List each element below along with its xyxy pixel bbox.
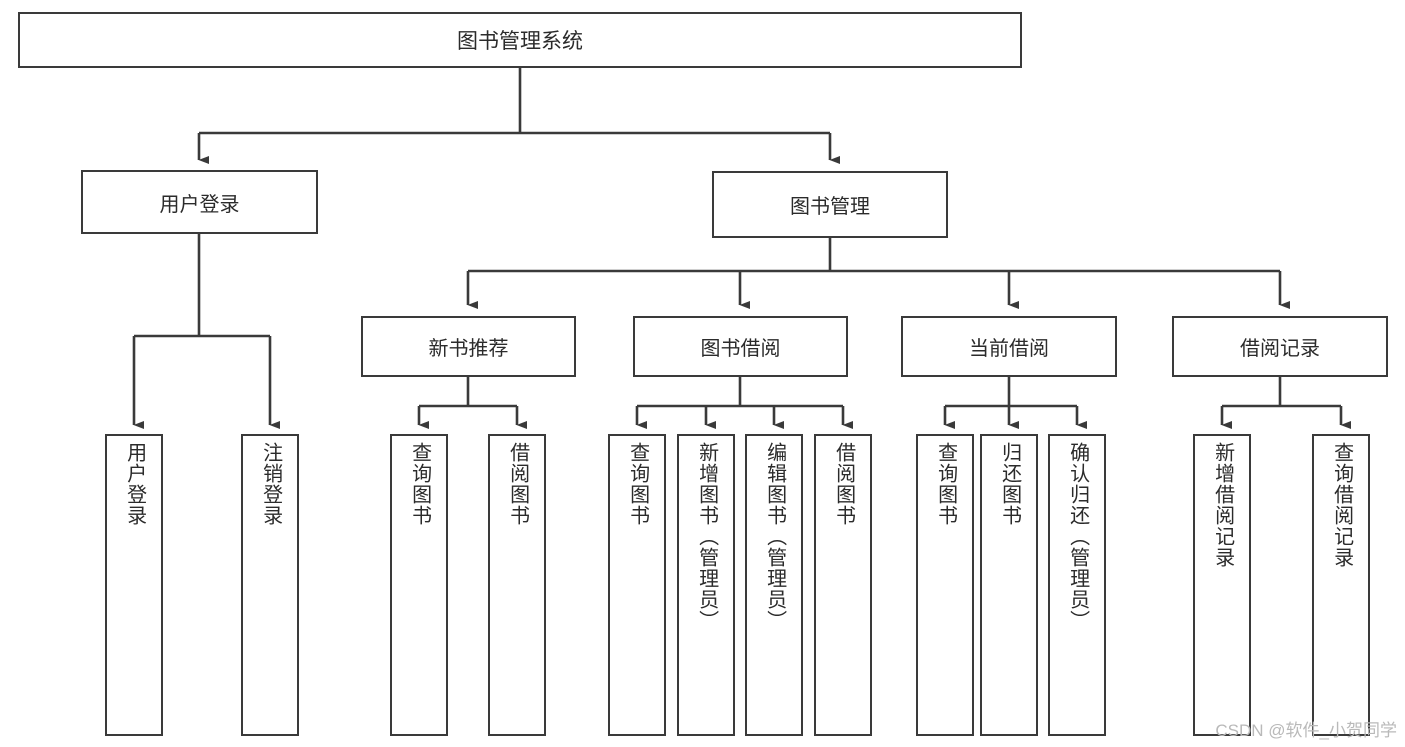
node-root-label: 图书管理系统	[457, 30, 583, 53]
node-book-management[interactable]: 图书管理	[712, 171, 948, 238]
leaf-logout-label: 注销登录	[259, 442, 282, 526]
leaf-borrow-query-book[interactable]: 查询图书	[608, 434, 666, 736]
node-root[interactable]: 图书管理系统	[18, 12, 1022, 68]
leaf-records-add-record[interactable]: 新增借阅记录	[1193, 434, 1251, 736]
leaf-user-login[interactable]: 用户登录	[105, 434, 163, 736]
leaf-current-return-book-label: 归还图书	[998, 442, 1021, 526]
node-new-book-recommend-label: 新书推荐	[428, 338, 509, 360]
leaf-borrow-add-book-admin[interactable]: 新增图书（管理员）	[677, 434, 735, 736]
leaf-borrow-query-book-label: 查询图书	[626, 442, 649, 526]
leaf-current-confirm-return-admin-label: 确认归还（管理员）	[1066, 442, 1089, 631]
node-book-management-label: 图书管理	[790, 196, 870, 218]
leaf-logout[interactable]: 注销登录	[241, 434, 299, 736]
leaf-newbook-query-book[interactable]: 查询图书	[390, 434, 448, 736]
leaf-newbook-borrow-book-label: 借阅图书	[506, 442, 529, 526]
leaf-borrow-borrow-book[interactable]: 借阅图书	[814, 434, 872, 736]
leaf-current-confirm-return-admin[interactable]: 确认归还（管理员）	[1048, 434, 1106, 736]
node-current-borrow-label: 当前借阅	[969, 338, 1049, 360]
leaf-records-query-record-label: 查询借阅记录	[1330, 442, 1353, 568]
leaf-current-query-book[interactable]: 查询图书	[916, 434, 974, 736]
leaf-current-query-book-label: 查询图书	[934, 442, 957, 526]
leaf-borrow-edit-book-admin[interactable]: 编辑图书（管理员）	[745, 434, 803, 736]
leaf-borrow-borrow-book-label: 借阅图书	[832, 442, 855, 526]
node-borrow-records-label: 借阅记录	[1240, 338, 1320, 360]
leaf-records-add-record-label: 新增借阅记录	[1211, 442, 1234, 568]
leaf-current-return-book[interactable]: 归还图书	[980, 434, 1038, 736]
leaf-newbook-borrow-book[interactable]: 借阅图书	[488, 434, 546, 736]
leaf-user-login-label: 用户登录	[123, 442, 146, 526]
node-new-book-recommend[interactable]: 新书推荐	[361, 316, 576, 377]
node-user-login[interactable]: 用户登录	[81, 170, 318, 234]
leaf-newbook-query-book-label: 查询图书	[408, 442, 431, 526]
leaf-borrow-edit-book-admin-label: 编辑图书（管理员）	[763, 442, 786, 631]
node-user-login-label: 用户登录	[159, 193, 240, 216]
node-book-borrow-label: 图书借阅	[700, 338, 781, 360]
node-borrow-records[interactable]: 借阅记录	[1172, 316, 1388, 377]
leaf-records-query-record[interactable]: 查询借阅记录	[1312, 434, 1370, 736]
watermark: CSDN @软件_小贺同学	[1215, 721, 1397, 740]
leaf-borrow-add-book-admin-label: 新增图书（管理员）	[695, 442, 718, 631]
node-current-borrow[interactable]: 当前借阅	[901, 316, 1117, 377]
node-book-borrow[interactable]: 图书借阅	[633, 316, 848, 377]
